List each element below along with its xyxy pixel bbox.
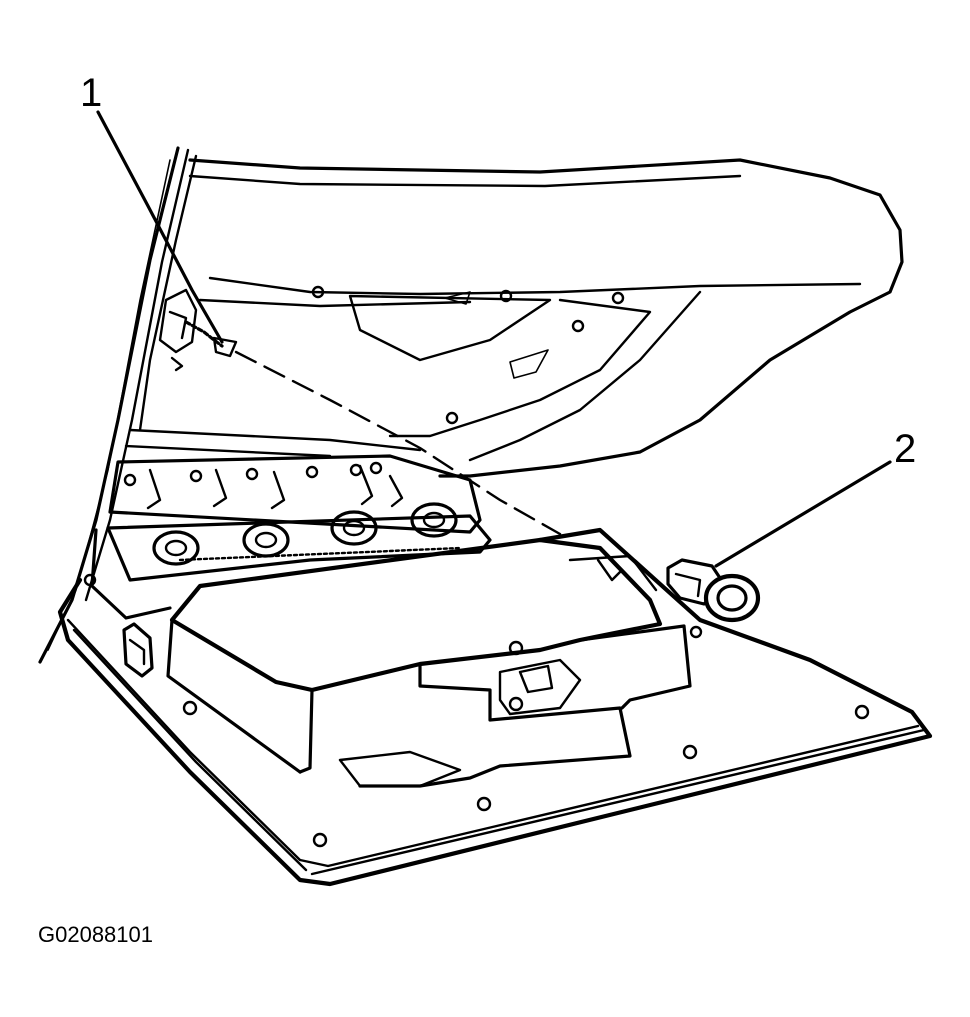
mounting-bracket-strip xyxy=(108,454,482,534)
lamp-1 xyxy=(152,530,200,566)
roof-rail xyxy=(124,428,422,458)
connector-tab xyxy=(122,622,154,678)
harness-routing-line xyxy=(234,350,562,536)
console-base-plate xyxy=(57,527,933,887)
lamp-3 xyxy=(330,510,378,546)
headliner-trim-panel xyxy=(188,158,904,478)
callout-2-label: 2 xyxy=(894,427,916,471)
bezel-lens-part xyxy=(666,558,761,623)
callout-1-leader xyxy=(96,110,224,344)
lamp-2 xyxy=(242,522,290,558)
windshield-pillar xyxy=(38,146,198,664)
lamp-housing xyxy=(90,502,492,620)
electronic-module xyxy=(166,537,692,788)
lamp-4 xyxy=(410,502,458,538)
callout-2-leader xyxy=(714,460,892,568)
callout-1-label: 1 xyxy=(80,71,102,115)
figure-id: G02088101 xyxy=(38,922,153,947)
wire-retainer-clip xyxy=(158,288,238,372)
